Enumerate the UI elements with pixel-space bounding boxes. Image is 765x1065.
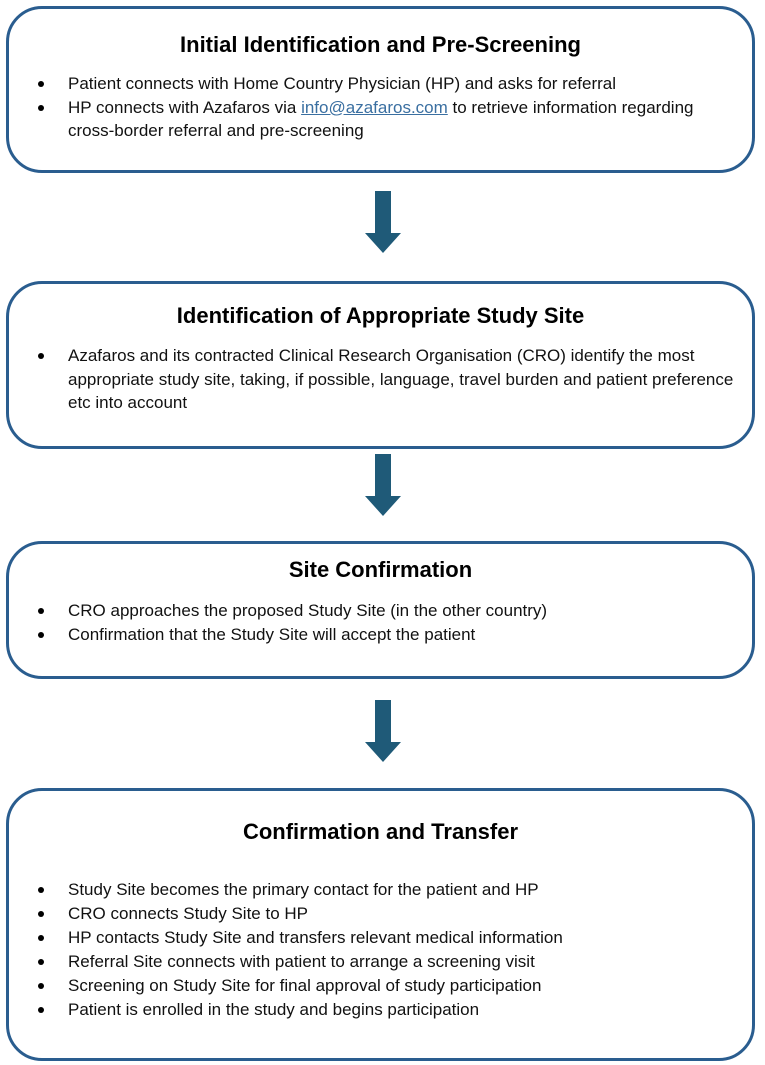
bullet-item: Azafaros and its contracted Clinical Res…	[35, 344, 748, 415]
step-title: Identification of Appropriate Study Site	[176, 303, 585, 328]
down-arrow-icon	[365, 454, 401, 516]
bullet-text: to retrieve information regarding cross-…	[68, 97, 694, 141]
bullet-item: HP contacts Study Site and transfers rel…	[35, 926, 742, 950]
step-title: Confirmation and Transfer	[242, 819, 519, 844]
down-arrow-icon	[365, 700, 401, 762]
bullet-item: CRO connects Study Site to HP	[35, 902, 742, 926]
bullet-item: Patient is enrolled in the study and beg…	[35, 998, 742, 1022]
step-bullet-list: Azafaros and its contracted Clinical Res…	[35, 344, 748, 415]
bullet-text: HP connects with Azafaros via	[68, 97, 302, 117]
step-box-study-site-identification: Identification of Appropriate Study Site…	[6, 281, 755, 449]
step-box-initial-identification: Initial Identification and Pre-Screening…	[6, 6, 755, 173]
bullet-item: HP connects with Azafaros via info@azafa…	[35, 96, 742, 143]
step-title: Site Confirmation	[288, 557, 473, 582]
email-link[interactable]: info@azafaros.com	[301, 97, 448, 117]
down-arrow-icon	[365, 191, 401, 253]
step-bullet-list: CRO approaches the proposed Study Site (…	[35, 599, 742, 646]
bullet-item: Study Site becomes the primary contact f…	[35, 878, 742, 902]
bullet-item: Patient connects with Home Country Physi…	[35, 72, 742, 96]
bullet-item: CRO approaches the proposed Study Site (…	[35, 599, 742, 623]
bullet-item: Screening on Study Site for final approv…	[35, 974, 742, 998]
step-box-confirmation-transfer: Confirmation and Transfer Study Site bec…	[6, 788, 755, 1061]
bullet-item: Confirmation that the Study Site will ac…	[35, 623, 742, 647]
step-title: Initial Identification and Pre-Screening	[180, 32, 581, 57]
step-box-site-confirmation: Site Confirmation CRO approaches the pro…	[6, 541, 755, 679]
bullet-item: Referral Site connects with patient to a…	[35, 950, 742, 974]
step-bullet-list: Patient connects with Home Country Physi…	[35, 72, 742, 143]
step-bullet-list: Study Site becomes the primary contact f…	[35, 878, 742, 1023]
